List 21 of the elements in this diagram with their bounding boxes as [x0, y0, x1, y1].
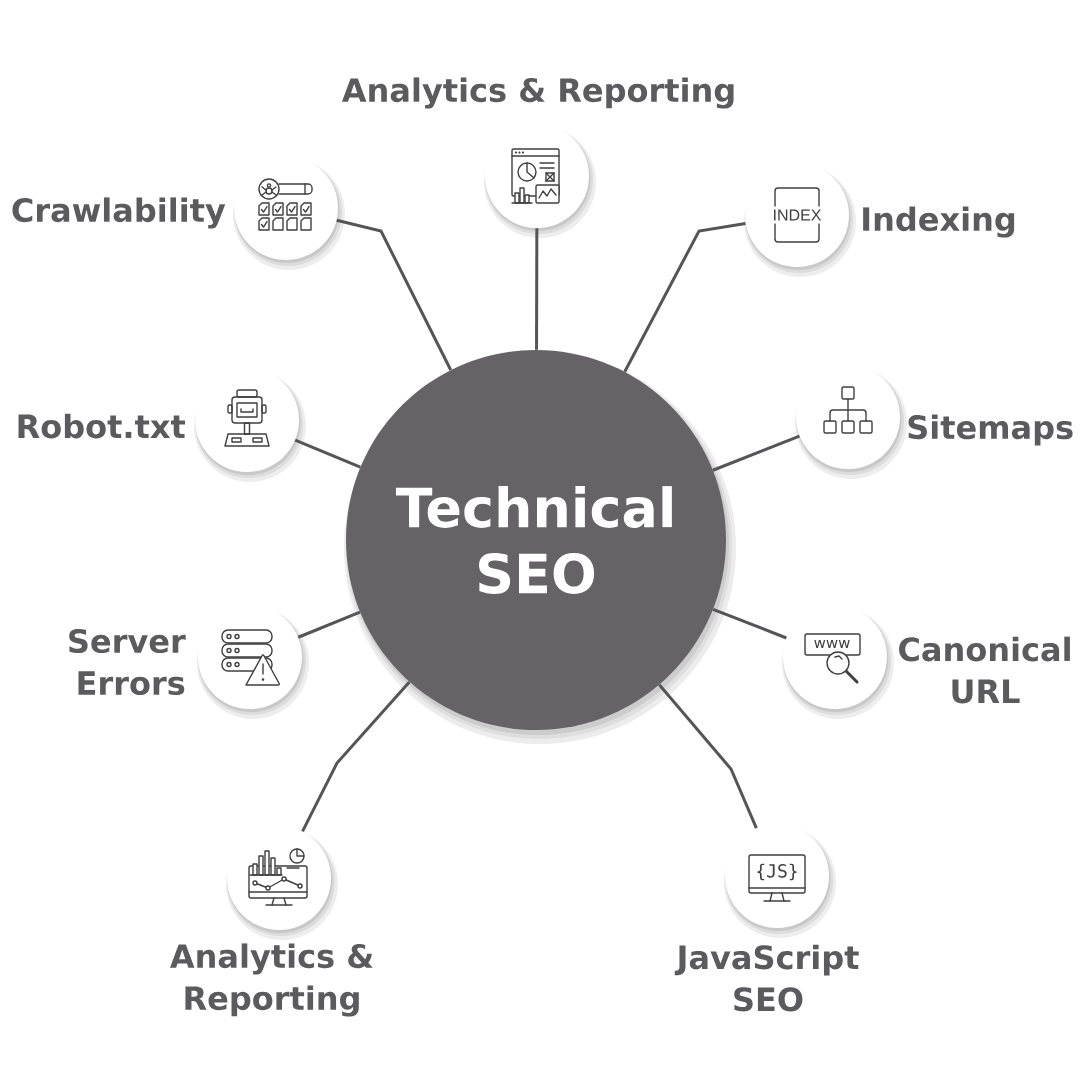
connector-line [535, 228, 539, 350]
topic-label: Crawlability [12, 197, 226, 229]
topic-label: Sitemaps [908, 414, 1073, 446]
topic-label: Robot.txt [18, 413, 186, 439]
connector-line [712, 434, 800, 472]
topic-label: Server Errors [69, 628, 186, 696]
connector-line [623, 221, 746, 373]
topic-label: Indexing [863, 206, 1015, 238]
connector-line [297, 610, 361, 639]
topic-label: Analytics & Reporting [170, 943, 373, 1017]
icon-text: {JS} [757, 863, 797, 881]
topic-label: Analytics & Reporting [341, 77, 734, 109]
connector-line [658, 683, 758, 829]
connector-line [336, 218, 453, 371]
connector-line [301, 680, 411, 833]
connector-line [294, 438, 361, 469]
topic-label: Canonical URL [899, 636, 1070, 704]
icon-text: INDEX [774, 209, 822, 221]
topic-label: JavaScript SEO [674, 944, 859, 1012]
connector-line [712, 607, 787, 640]
icon-text: www [814, 639, 850, 649]
